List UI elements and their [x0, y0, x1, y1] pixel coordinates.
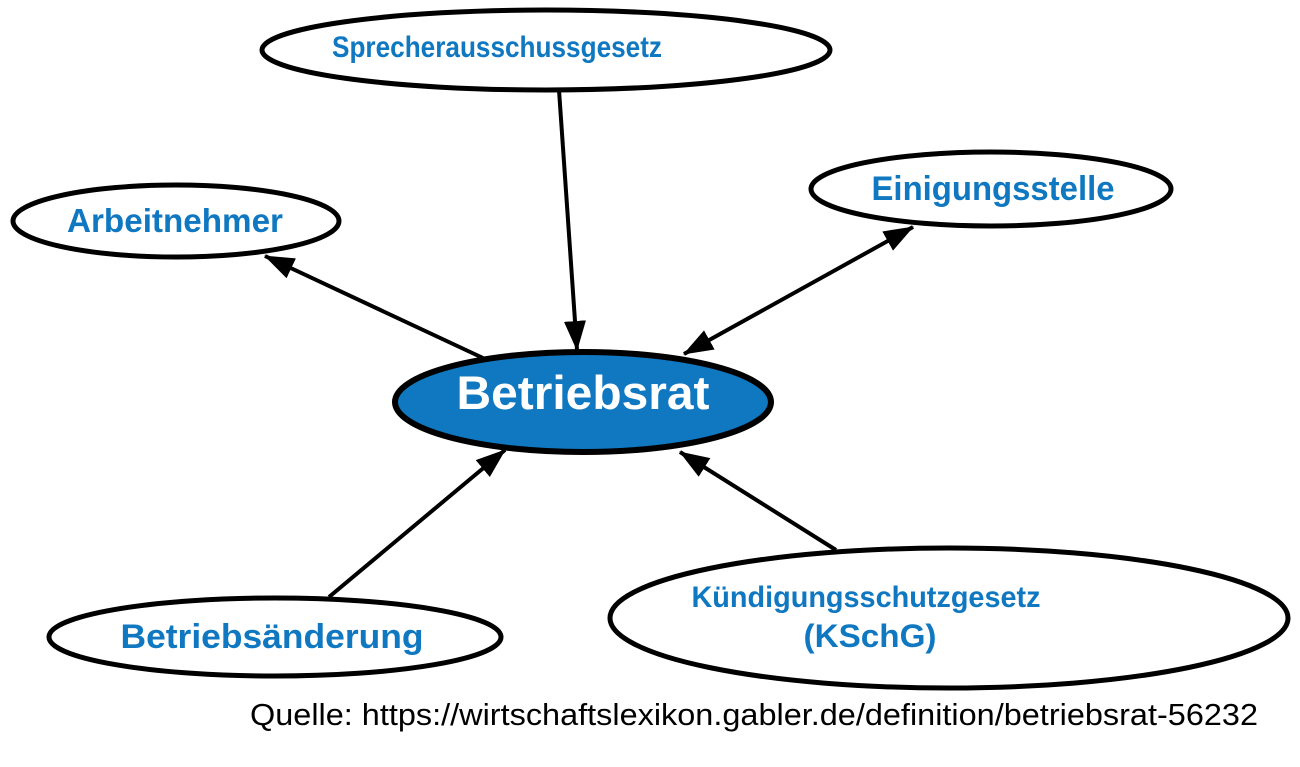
node-einigungsstelle[interactable]: Einigungsstelle [808, 149, 1174, 229]
node-kuendigungsschutzgesetz-label-line2: (KSchG) [804, 618, 937, 654]
node-betriebsrat[interactable]: Betriebsrat [392, 349, 774, 455]
node-betriebsrat-label: Betriebsrat [457, 366, 710, 419]
node-betriebsrat-ellipse [392, 349, 774, 455]
node-arbeitnehmer-ellipse [10, 182, 342, 260]
node-sprecherausschussgesetz-ellipse [259, 7, 833, 93]
node-arbeitnehmer-label: Arbeitnehmer [67, 202, 283, 239]
edge-sprecherausschussgesetz-betriebsrat [557, 89, 586, 351]
edges [264, 89, 914, 599]
node-betriebsaenderung-label: Betriebsänderung [121, 618, 424, 656]
node-kuendigungsschutzgesetz-label-line1: Kündigungsschutzgesetz [692, 581, 1041, 614]
node-betriebsaenderung[interactable]: Betriebsänderung [46, 595, 504, 679]
node-betriebsaenderung-ellipse [46, 595, 504, 679]
node-einigungsstelle-label: Einigungsstelle [872, 170, 1115, 208]
node-sprecherausschussgesetz[interactable]: Sprecherausschussgesetz [259, 7, 833, 93]
edge-betriebsaenderung-betriebsrat [327, 448, 507, 599]
edge-betriebsrat-einigungsstelle [683, 225, 914, 356]
source-caption: Quelle: https://wirtschaftslexikon.gable… [250, 697, 1258, 732]
node-kuendigungsschutzgesetz-ellipse [607, 545, 1291, 691]
node-sprecherausschussgesetz-label: Sprecherausschussgesetz [332, 31, 662, 64]
node-arbeitnehmer[interactable]: Arbeitnehmer [10, 182, 342, 260]
node-einigungsstelle-ellipse [808, 149, 1174, 229]
node-kuendigungsschutzgesetz[interactable]: Kündigungsschutzgesetz (KSchG) [607, 545, 1291, 691]
edge-kuendigungsschutzgesetz-betriebsrat [678, 450, 838, 552]
edge-betriebsrat-arbeitnehmer [264, 254, 484, 360]
